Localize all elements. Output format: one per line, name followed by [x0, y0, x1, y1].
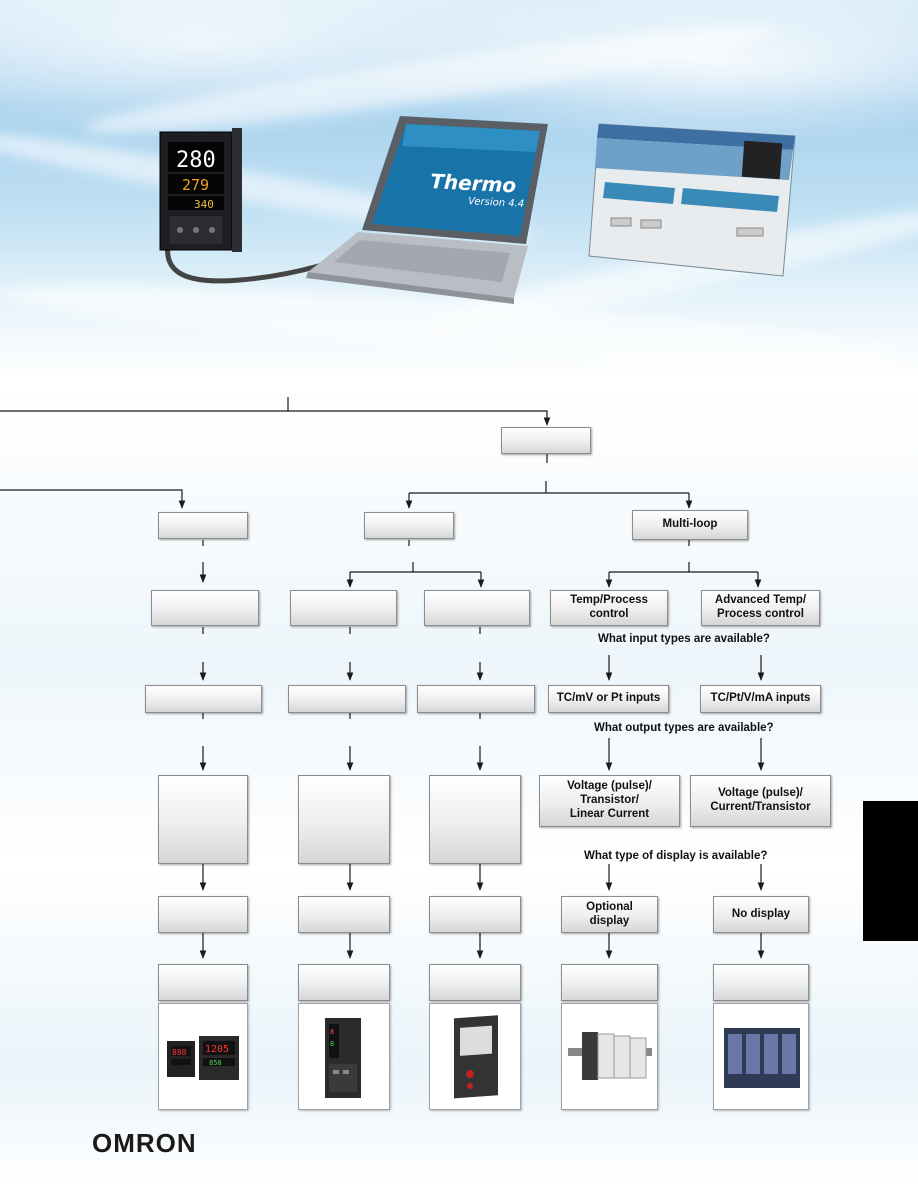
omron-logo: OMRON: [92, 1128, 197, 1158]
product-header-3: [429, 964, 521, 1001]
product-image-1: 888 1205 850: [158, 1003, 248, 1110]
question-input-types: What input types are available?: [598, 633, 770, 645]
multi-loop-box: Multi-loop: [632, 510, 748, 540]
svg-text:279: 279: [182, 176, 209, 194]
svg-text:8: 8: [330, 1040, 334, 1048]
inputs-left-box: TC/mV or Pt inputs: [548, 685, 669, 713]
product-header-5: [713, 964, 809, 1001]
output-box-1: [158, 775, 248, 864]
question-output-types: What output types are available?: [594, 722, 774, 734]
svg-text:340: 340: [194, 198, 214, 211]
svg-text:1205: 1205: [205, 1044, 229, 1055]
function-box-2: [290, 590, 397, 626]
top-category-box: [501, 427, 591, 454]
output-box-2: [298, 775, 390, 864]
temperature-controller-image: 280 279 340: [159, 128, 381, 284]
product-image-5: [713, 1003, 809, 1110]
function-box-3: [424, 590, 530, 626]
input-box-3: [417, 685, 535, 713]
software-window-image: [588, 123, 796, 277]
svg-text:280: 280: [176, 148, 216, 173]
svg-text:Version 4.4: Version 4.4: [468, 196, 525, 210]
advanced-temp-process-box: Advanced Temp/ Process control: [701, 590, 820, 626]
optional-display-box: Optional display: [561, 896, 658, 933]
product-image-4: [561, 1003, 658, 1110]
outputs-left-box: Voltage (pulse)/ Transistor/ Linear Curr…: [539, 775, 680, 827]
product-header-2: [298, 964, 390, 1001]
question-display-type: What type of display is available?: [584, 850, 768, 862]
no-display-box: No display: [713, 896, 809, 933]
category-box-1: [158, 512, 248, 539]
input-box-1: [145, 685, 262, 713]
product-image-3: [429, 1003, 521, 1110]
svg-text:8: 8: [330, 1028, 334, 1036]
product-image-2: 8 8: [298, 1003, 390, 1110]
hero-banner: 280 279 340 Thermo Version 4.4: [0, 0, 918, 380]
svg-text:Thermo: Thermo: [430, 169, 517, 197]
category-box-2: [364, 512, 454, 539]
laptop-image: Thermo Version 4.4: [306, 116, 548, 304]
product-header-1: [158, 964, 248, 1001]
function-box-1: [151, 590, 259, 626]
display-box-2: [298, 896, 390, 933]
temp-process-control-box: Temp/Process control: [550, 590, 668, 626]
output-box-3: [429, 775, 521, 864]
input-box-2: [288, 685, 406, 713]
svg-text:850: 850: [209, 1059, 222, 1067]
svg-text:888: 888: [172, 1048, 187, 1057]
side-tab: [863, 801, 918, 941]
inputs-right-box: TC/Pt/V/mA inputs: [700, 685, 821, 713]
outputs-right-box: Voltage (pulse)/ Current/Transistor: [690, 775, 831, 827]
product-header-4: [561, 964, 658, 1001]
display-box-1: [158, 896, 248, 933]
display-box-3: [429, 896, 521, 933]
